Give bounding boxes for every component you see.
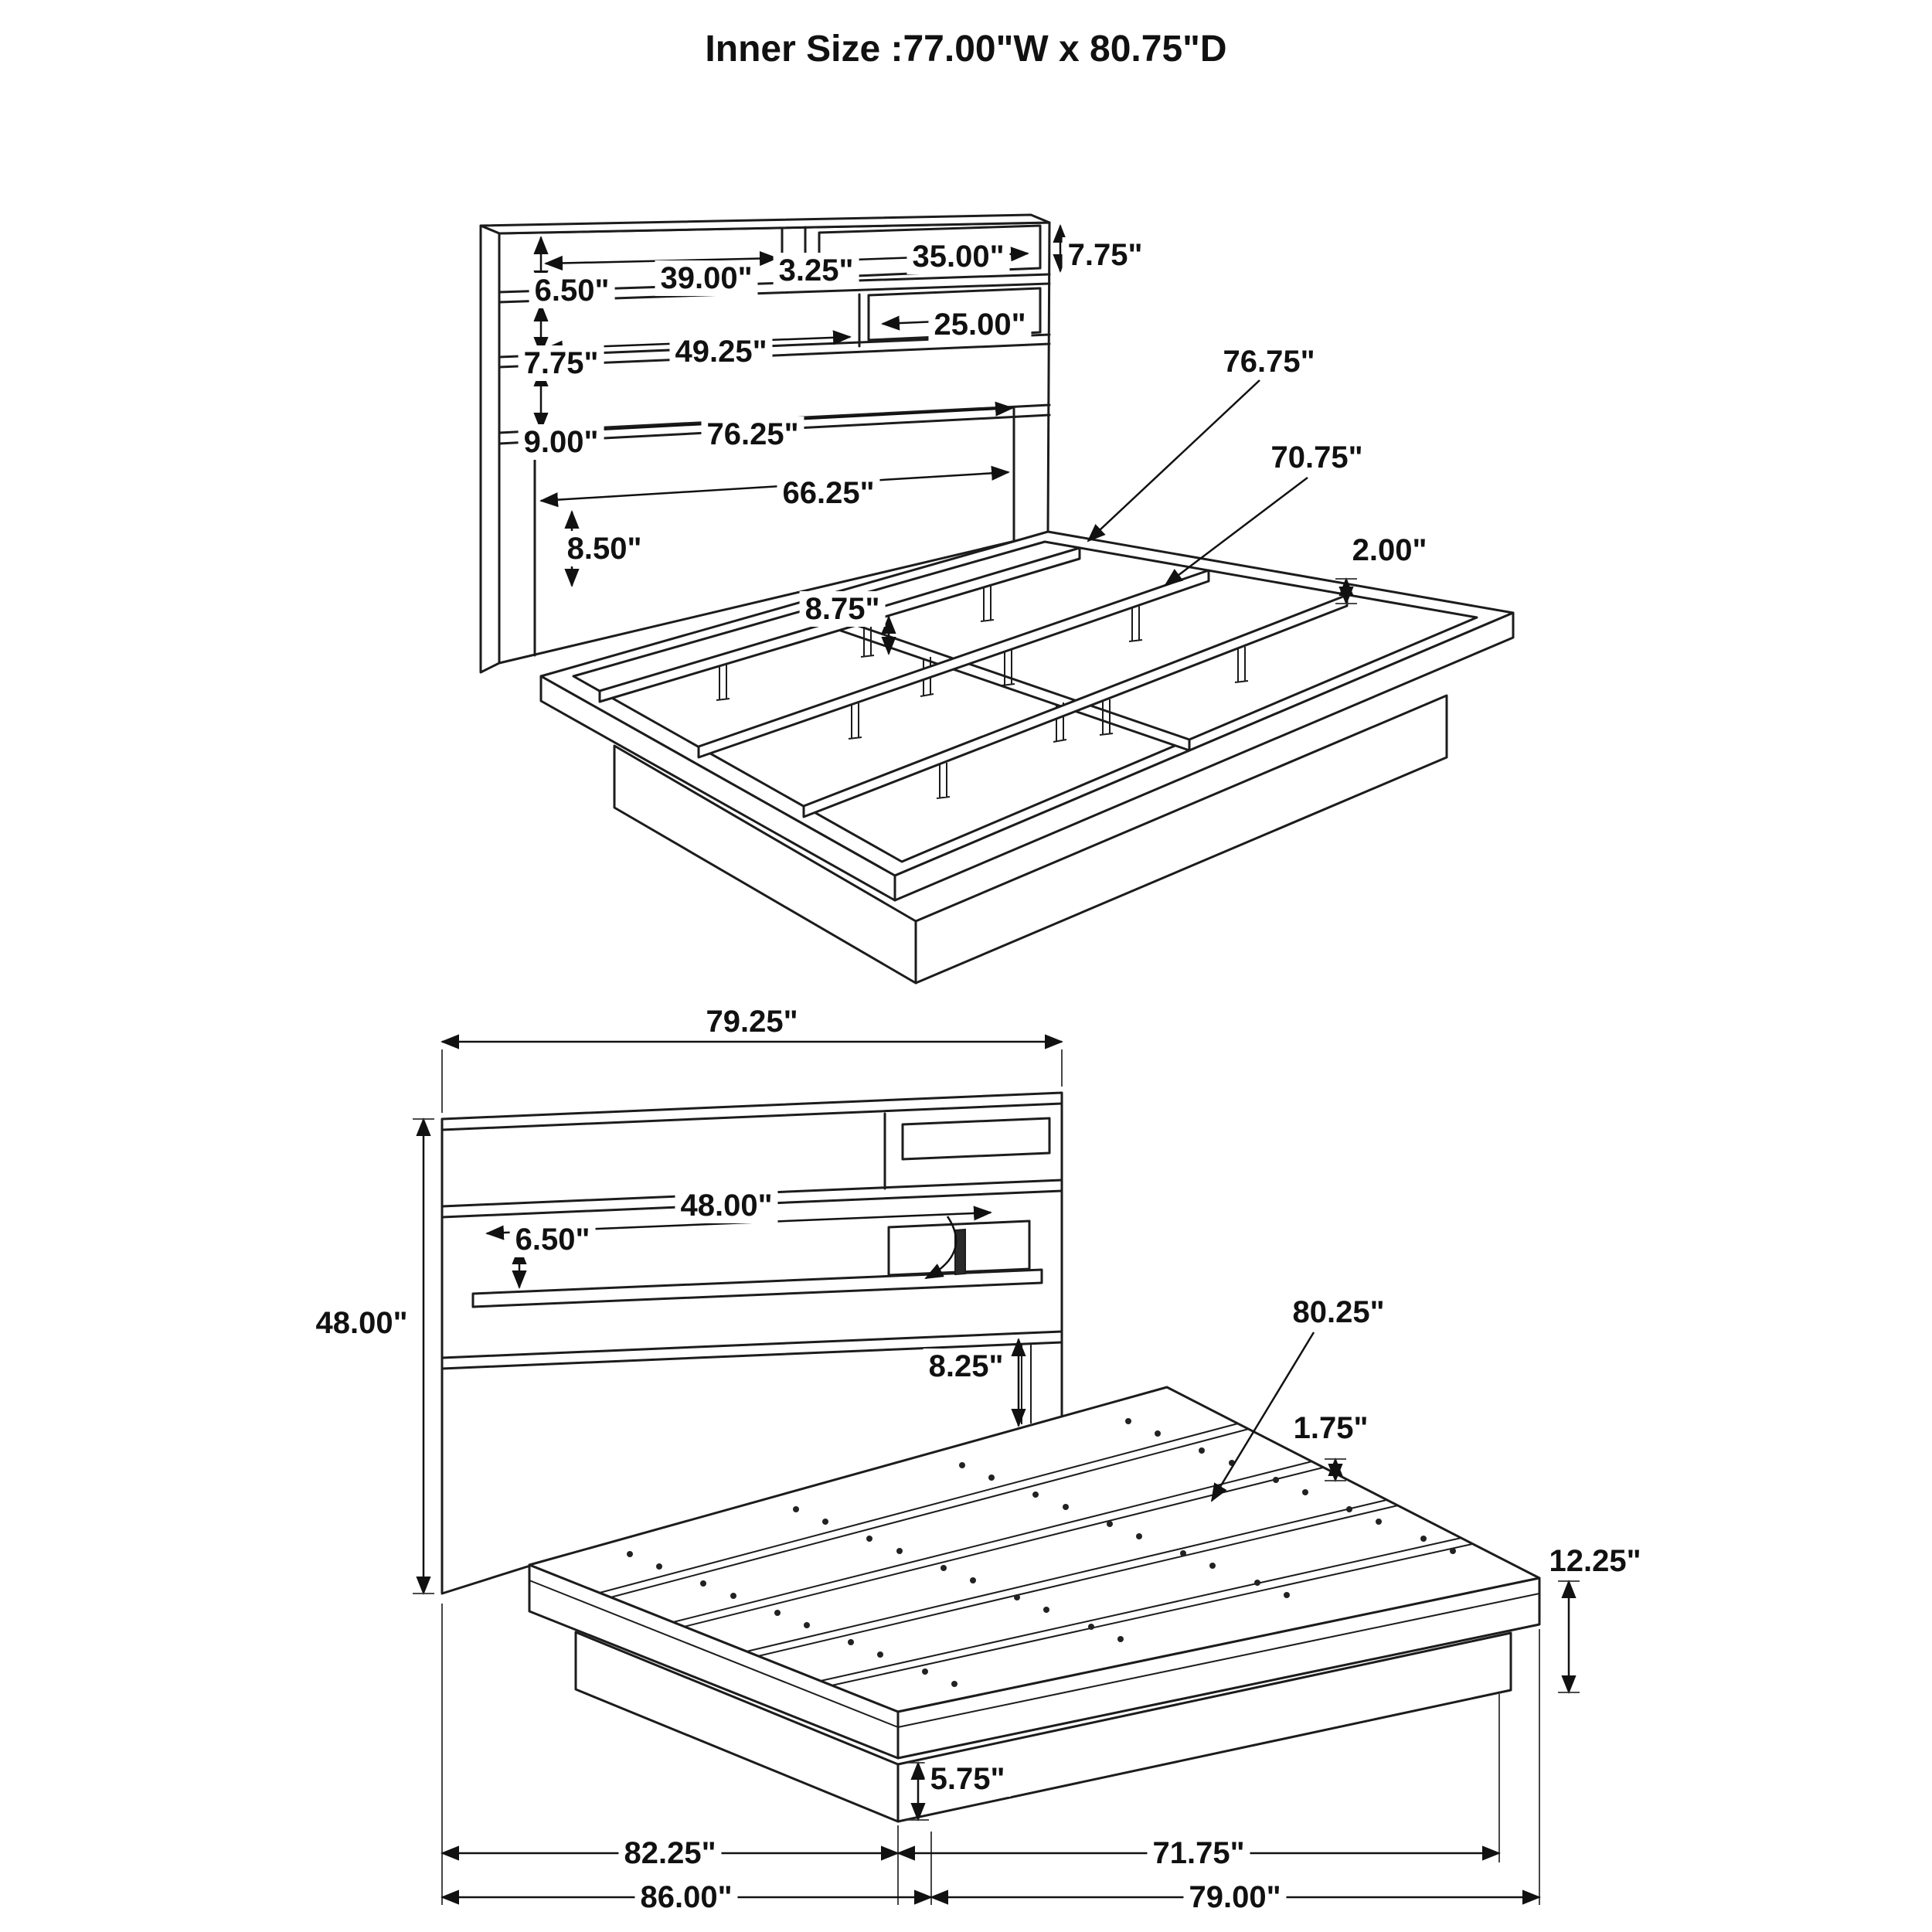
dim-opening-width: 66.25" [777, 475, 880, 511]
dim-headboard-width-iso: 76.25" [701, 417, 804, 452]
dim-shelf-depth: 6.50" [509, 1222, 596, 1257]
dim-foot-width-outer: 79.00" [1183, 1879, 1287, 1915]
page-title: Inner Size :77.00"W x 80.75"D [705, 29, 1227, 70]
dim-base-height: 5.75" [924, 1761, 1011, 1797]
dim-lower-band-height: 9.00" [518, 424, 604, 460]
dim-rail-thickness: 2.00" [1346, 532, 1433, 568]
dim-top-shelf-width: 39.00" [655, 260, 758, 296]
dim-headboard-gap-height: 8.25" [923, 1349, 1009, 1384]
dim-top-shelf-height: 6.50" [529, 273, 615, 308]
front-view-drawing [413, 1034, 1580, 1905]
dim-side-length-inner: 82.25" [618, 1835, 722, 1871]
dim-top-right-compartment: 35.00" [906, 239, 1010, 274]
dim-headboard-width-front: 79.25" [700, 1004, 804, 1039]
dim-mid-shelf-height: 7.75" [518, 345, 604, 381]
dim-headboard-height: 48.00" [310, 1305, 413, 1341]
dim-mid-right-compartment: 25.00" [928, 307, 1032, 342]
dim-shelf-width: 48.00" [675, 1188, 778, 1223]
dim-under-shelf-height: 8.50" [561, 531, 648, 566]
dim-side-length-outer: 86.00" [634, 1879, 738, 1915]
dim-foot-width-inner: 71.75" [1147, 1835, 1250, 1871]
dim-center-rail-length: 70.75" [1265, 440, 1369, 475]
slat-screw-dots [627, 1418, 1456, 1687]
dim-rail-length: 76.75" [1217, 344, 1321, 379]
dim-deck-length: 80.25" [1287, 1294, 1390, 1330]
dim-divider-width: 3.25" [773, 253, 859, 288]
dim-support-leg-height: 8.75" [799, 591, 886, 627]
dim-slat-thickness: 1.75" [1287, 1410, 1374, 1446]
dim-top-right-height: 7.75" [1062, 237, 1148, 273]
dim-mid-shelf-width: 49.25" [669, 334, 773, 369]
dim-platform-height: 12.25" [1543, 1543, 1647, 1579]
